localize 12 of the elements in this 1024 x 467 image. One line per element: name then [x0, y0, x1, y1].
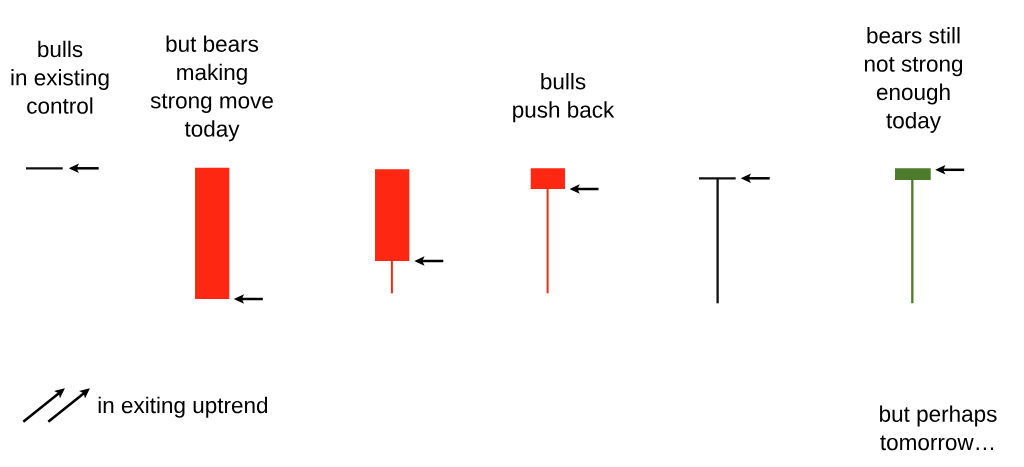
- candle-caption: but bears making strong move today: [150, 35, 273, 142]
- candlestick: [530, 168, 565, 295]
- candlestick: [26, 167, 63, 170]
- candlestick: [195, 167, 230, 299]
- candle-caption: bears still not strong enough today: [864, 27, 963, 133]
- trend-label: in exiting uptrend: [98, 396, 268, 418]
- candlestick: [375, 169, 410, 295]
- candle-caption: bulls push back: [513, 73, 615, 123]
- candlestick: [699, 177, 736, 304]
- candlestick: [895, 168, 931, 304]
- candle-caption: bulls in existing control: [11, 40, 109, 114]
- caption: but perhaps tomorrow…: [880, 405, 997, 451]
